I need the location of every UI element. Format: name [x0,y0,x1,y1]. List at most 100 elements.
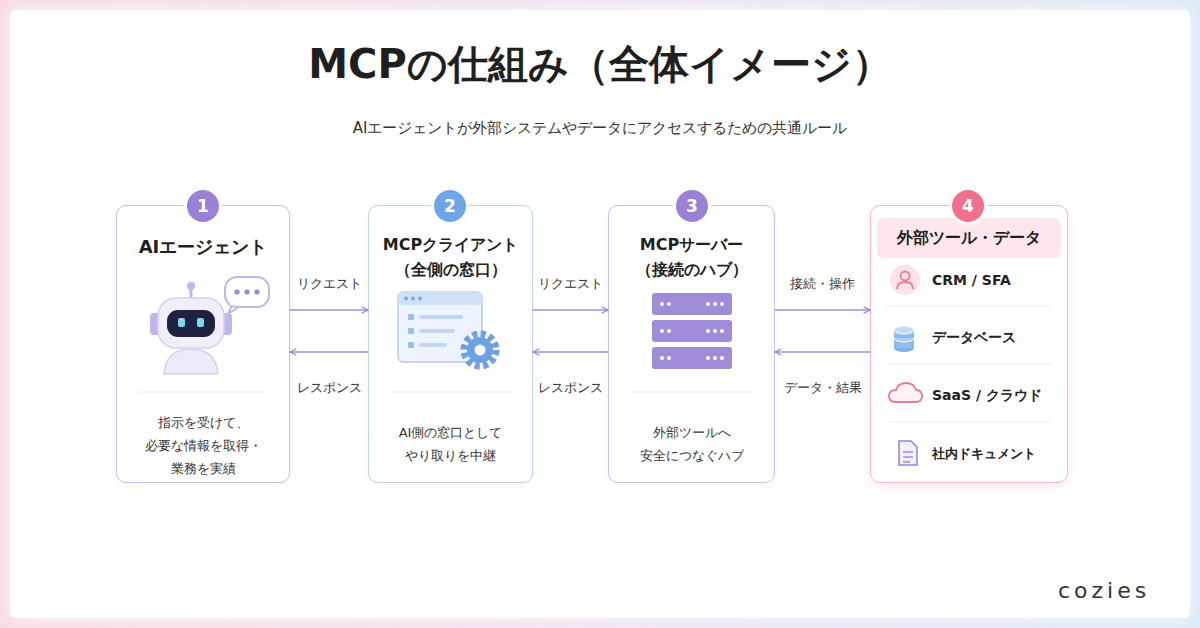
client-window-illustration-part [411,297,415,301]
node-body: 外部ツールへ 安全につなぐハブ [617,421,766,467]
crm-icon-part [897,282,913,289]
client-window-illustration [398,292,496,366]
document-icon-part [903,451,913,452]
callout-number: 2 [434,190,466,222]
box-dividers-part [886,422,1052,423]
robot-illustration-part [228,305,240,314]
tool-item: SaaS / クラウド [932,385,1042,405]
client-window-illustration-part [464,334,496,366]
box-dividers-part [886,306,1052,307]
database-icon-part [894,330,914,338]
server-illustration-part [660,356,664,360]
tool-item: データベース [932,327,1016,347]
client-window-illustration-part [398,292,482,305]
robot-illustration-part [234,289,239,294]
edge-label: 接続・操作 [763,275,883,293]
crm-icon-part [901,272,910,281]
document-icon-part [903,456,913,457]
database-icon-part [894,334,914,342]
cloud-icon [889,383,922,402]
client-window-illustration-part [408,342,414,348]
server-illustration-part [660,302,664,306]
box-dividers-part [138,392,268,393]
document-icon [899,441,917,465]
robot-illustration-part [167,310,215,337]
server-illustration-part [720,329,724,333]
database-icon [894,326,914,352]
robot-illustration-part [225,277,269,307]
server-illustration-part [660,329,664,333]
client-window-illustration-part [419,329,455,333]
document-icon-part [899,441,917,465]
robot-illustration-part [197,318,204,327]
robot-illustration-part [254,289,259,294]
robot-illustration-part [222,313,232,335]
diagram-title: MCPの仕組み（全体イメージ） [0,38,1200,90]
edge-label: レスポンス [269,379,389,397]
flow-arrow [290,351,368,353]
robot-illustration-part [178,318,185,327]
server-illustration-part [652,347,732,369]
flow-arrow [775,351,870,353]
flow-arrow [533,309,608,311]
node-heading: 外部ツール・データ [877,218,1061,258]
agent-box: AIエージェント指示を受けて、 必要な情報を取得・ 業務を実績 [116,205,290,483]
server-illustration-part [652,293,732,315]
tool-item: 社内ドキュメント [932,444,1036,464]
robot-illustration [150,277,269,374]
cloud-icon-part [889,383,922,402]
server-illustration [652,293,732,369]
crm-icon-part [890,265,920,295]
flow-arrow [775,309,870,311]
database-icon-part [894,326,914,334]
server-illustration-part [713,302,717,306]
server-illustration-part [667,356,671,360]
database-icon-part [894,338,914,348]
robot-illustration-part [230,300,242,305]
client-window-illustration-part [475,345,486,356]
node-heading: AIエージェント [117,234,289,260]
robot-illustration-part [150,313,160,335]
edge-label: リクエスト [269,275,389,293]
robot-illustration-part [164,349,218,374]
client-window-illustration-part [398,292,482,362]
node-body: AI側の窓口として やり取りを中継 [377,421,524,467]
server-illustration-part [720,356,724,360]
callout-number: 3 [676,190,708,222]
server-illustration-part [667,329,671,333]
box-dividers-part [886,364,1052,365]
server-illustration-part [706,329,710,333]
robot-illustration-part [158,298,224,348]
server-illustration-part [706,356,710,360]
node-heading: MCPサーバー （接続のハブ） [609,232,774,282]
server-illustration-part [667,302,671,306]
server-illustration-part [720,302,724,306]
box-dividers [138,306,1052,422]
server-box: MCPサーバー （接続のハブ） 外部ツールへ 安全につなぐハブ [608,205,775,483]
document-icon-part [903,461,910,462]
robot-illustration-part [244,289,249,294]
flow-arrow [290,309,368,311]
node-heading: MCPクライアント （全側の窓口） [369,232,532,282]
box-dividers-part [388,392,513,393]
client-window-illustration-part [408,314,414,320]
server-illustration-part [706,302,710,306]
box-dividers-part [628,392,755,393]
edge-label: データ・結果 [763,379,883,397]
edge-label: リクエスト [511,275,631,293]
client-window-illustration-part [419,315,463,319]
robot-illustration-part [187,282,195,290]
crm-icon [890,265,920,295]
client-box: MCPクライアント （全側の窓口） AI側の窓口として やり取りを中継 [368,205,533,483]
client-window-illustration-part [419,343,447,347]
server-illustration-part [713,329,717,333]
database-icon-part [894,344,914,352]
server-illustration-part [652,320,732,342]
client-window-illustration-part [467,337,493,363]
callout-number: 1 [187,190,219,222]
brand-logo: cozies [1058,578,1150,604]
diagram-caption: AIエージェントが外部システムやデータにアクセスするための共通ルール [0,118,1200,138]
client-window-illustration-part [408,328,414,334]
flow-arrow [533,351,608,353]
